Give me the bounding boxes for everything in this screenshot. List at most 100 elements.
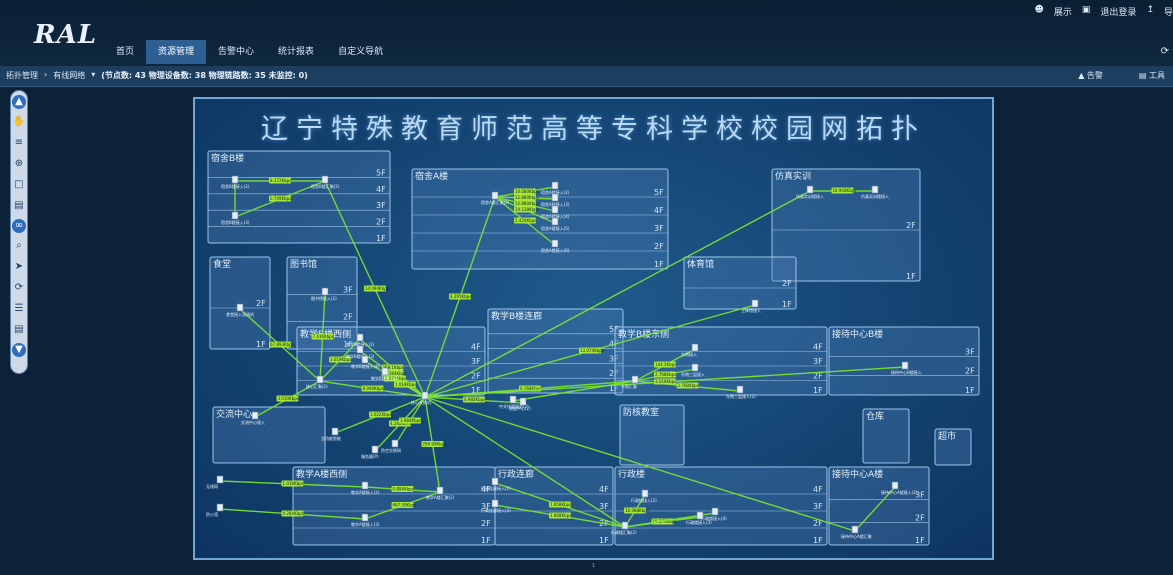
switch-icon [371,445,379,454]
nav-alarms[interactable]: 告警中心 [218,47,255,57]
switch-icon [321,287,329,296]
building-label: 行政连廊 [498,468,534,480]
node-label: 主体馆接入 [741,307,761,313]
speed-badge [394,381,416,388]
speed-badge [269,177,291,184]
alarm-button[interactable]: ▲ 告警 [1078,70,1103,81]
crumb-topology[interactable]: 拓扑管理 [6,71,38,80]
crumb-wired[interactable]: 有线网络 [53,71,86,80]
node-label: 交流中心接入 [241,419,265,425]
left-toolbox: ▲ ✋ ≡ ⊕ □ ▤ ∞ ⌕ ➤ ⟳ ☰ ▤ ▼ [10,90,28,374]
floor-label: 1F [481,536,491,545]
nav-resources[interactable]: 资源管理 [146,40,207,64]
nav-custom[interactable]: 自定义导航 [338,47,384,57]
chevron-down-icon[interactable]: ▾ [91,70,96,79]
switch-icon [641,489,649,498]
switch-icon [551,217,559,226]
node-label: 服务器(P) [361,453,379,459]
speed-label: 0.894Kbps [393,487,414,492]
building-label: 宿舍B楼 [211,152,244,164]
logout-link[interactable]: 退出登录 [1100,8,1137,18]
search-icon[interactable]: ⌕ [16,240,22,251]
speed-label: 2.768Kbps [655,372,676,377]
floor-label: 3F [599,502,609,511]
node-label: 宿舍A楼汇聚(2) [481,199,510,205]
node-label: 防空交换网 [381,447,401,453]
building-label: 防核教室 [623,406,659,418]
switch-icon [891,481,899,490]
toolbox-icon: ▤ [1138,71,1149,80]
refresh-icon[interactable]: ⟳ [1160,46,1169,57]
zoom-icon[interactable]: ⊕ [14,158,24,169]
speed-label: 1.984Kbps [400,418,421,423]
floor-label: 3F [915,491,925,500]
floor-label: 4F [813,485,823,494]
network-link [424,396,626,528]
floor-label: 4F [481,485,491,494]
tools-button[interactable]: ▤ 工具 [1139,70,1165,81]
node-label: 教学A楼接入(3) [351,521,380,527]
node-label: 教学B楼接入(3) [346,353,375,359]
floor-label: 4F [813,343,823,352]
building-label: 超市 [938,430,956,442]
speed-label: 3.019Kbps [330,357,351,362]
building-label: 宿舍A楼 [415,170,448,182]
switch-icon [381,367,389,376]
floor-label: 1F [965,386,975,395]
speed-badge [654,378,676,385]
building-box [212,406,326,464]
switch-icon [519,397,527,406]
node-label: 数据中心(2) [509,405,531,411]
node-label: 东侧三层接入(2) [726,393,756,399]
floor-label: 4F [471,343,481,352]
collapse-icon[interactable]: ▲ [12,95,26,109]
nav-reports[interactable]: 统计报表 [278,47,315,57]
refresh-map-icon[interactable]: ⟳ [14,282,24,293]
link-icon[interactable]: ∞ [12,219,26,233]
speed-badge [361,385,384,392]
share-icon[interactable]: ➤ [14,261,24,272]
node-label: 宿舍A楼接入(3) [541,201,570,207]
node-label: 行政楼接入(2) [631,497,657,503]
node-label: 教学A楼汇聚(2) [426,494,455,500]
switch-icon [871,185,879,194]
node-label: 宿舍B楼接入(3) [221,219,250,225]
floor-label: 2F [813,372,823,381]
node-label: 行政楼接入(4) [701,515,727,521]
switch-icon [436,486,444,495]
tools-label: 工具 [1149,71,1165,80]
layout-icon[interactable]: ≡ [14,137,24,148]
fit-icon[interactable]: □ [14,179,24,190]
building-label: 行政楼 [618,468,645,480]
speed-label: 667.58Kbps [393,503,417,508]
building-box [828,466,930,546]
node-label: 图书馆接入(2) [311,295,337,301]
building-box [487,308,624,394]
speed-label: 368.1Kbps [383,365,404,370]
layers-icon[interactable]: ▤ [14,200,24,211]
speed-badge [281,480,304,487]
speed-badge [831,187,854,194]
hand-icon[interactable]: ✋ [12,116,26,127]
expand-icon[interactable]: ▼ [12,343,26,357]
node-label: 接待中心A楼接入(2) [881,489,918,495]
list-icon[interactable]: ☰ [14,303,24,314]
top-bar: RAL 首页 资源管理 告警中心 统计报表 自定义导航 ☻ 展示 ▣ 退出登录 … [0,0,1173,66]
export-link[interactable]: 导 [1163,8,1173,18]
topology-toolbar: 拓扑管理 › 有线网络 ▾ (节点数: 43 物理设备数: 38 物理链路数: … [0,66,1173,87]
floor-label: 1F [906,272,916,281]
floor-label: 3F [471,357,481,366]
document-icon[interactable]: ▤ [14,324,24,335]
floor-label: 3F [481,502,491,511]
building-box [619,404,685,466]
speed-label: 3.019Kbps [655,379,676,384]
floor-label: 4F [599,485,609,494]
nav-home[interactable]: 首页 [116,47,135,57]
switch-icon [631,375,639,384]
floor-label: 2F [256,299,266,308]
display-link[interactable]: 展示 [1053,8,1072,18]
node-label: 宿舍B楼接入(2) [221,183,250,189]
switch-icon [236,303,244,312]
node-label: 东侧接入 [681,351,697,357]
